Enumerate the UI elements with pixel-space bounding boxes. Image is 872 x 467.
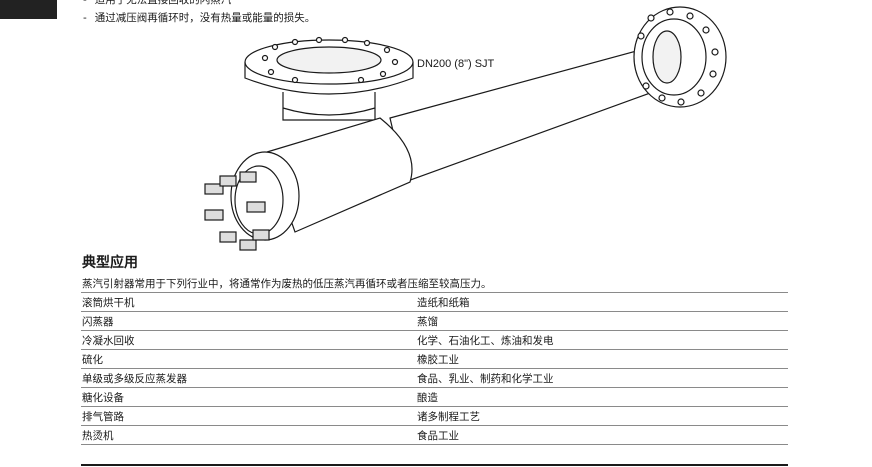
table-row: 滚筒烘干机造纸和纸箱 <box>81 292 788 312</box>
cell-left: 硫化 <box>81 349 416 369</box>
cell-right: 橡胶工业 <box>416 349 788 369</box>
bullet-list: - 适用于无法直接回收的闪蒸汽 - 通过减压阀再循环时，没有热量或能量的损失。 <box>83 0 315 27</box>
outlet-flange <box>633 6 727 108</box>
table-row: 糖化设备酿造 <box>81 387 788 407</box>
suction-branch <box>282 92 376 121</box>
bullet-text: 通过减压阀再循环时，没有热量或能量的损失。 <box>94 12 316 24</box>
ejector-body <box>266 117 413 233</box>
bullet-text: 适用于无法直接回收的闪蒸汽 <box>94 0 232 6</box>
top-flange <box>244 36 414 95</box>
diagram-callout: DN200 (8") SJT <box>417 58 495 70</box>
corner-tab <box>0 0 57 19</box>
section-title: 典型应用 <box>82 255 138 271</box>
section-intro: 蒸汽引射器常用于下列行业中，将通常作为废热的低压蒸汽再循环或者压缩至较高压力。 <box>82 278 492 290</box>
cell-right: 食品、乳业、制药和化学工业 <box>416 368 788 388</box>
table-row: 硫化橡胶工业 <box>81 349 788 369</box>
cell-left: 排气管路 <box>81 406 416 426</box>
cell-right: 化学、石油化工、炼油和发电 <box>416 330 788 350</box>
cell-left: 单级或多级反应蒸发器 <box>81 368 416 388</box>
table-row: 热烫机食品工业 <box>81 425 788 445</box>
cell-left: 冷凝水回收 <box>81 330 416 350</box>
cell-left: 滚筒烘干机 <box>81 292 416 312</box>
bullet-dash: - <box>83 12 87 24</box>
applications-table: 滚筒烘干机造纸和纸箱 闪蒸器蒸馏 冷凝水回收化学、石油化工、炼油和发电 硫化橡胶… <box>81 292 788 445</box>
table-row: 排气管路诸多制程工艺 <box>81 406 788 426</box>
cell-left: 热烫机 <box>81 425 416 445</box>
cell-right: 造纸和纸箱 <box>416 292 788 312</box>
cell-right: 酿造 <box>416 387 788 407</box>
steam-ejector-diagram <box>204 6 727 251</box>
cell-left: 糖化设备 <box>81 387 416 407</box>
bullet-item: - 适用于无法直接回收的闪蒸汽 <box>83 0 315 9</box>
table-row: 冷凝水回收化学、石油化工、炼油和发电 <box>81 330 788 350</box>
bottom-rule <box>81 464 788 466</box>
cell-right: 食品工业 <box>416 425 788 445</box>
cell-right: 蒸馏 <box>416 311 788 331</box>
bullet-dash: - <box>83 0 87 6</box>
cell-right: 诸多制程工艺 <box>416 406 788 426</box>
cell-left: 闪蒸器 <box>81 311 416 331</box>
table-row: 单级或多级反应蒸发器食品、乳业、制药和化学工业 <box>81 368 788 388</box>
table-row: 闪蒸器蒸馏 <box>81 311 788 331</box>
motive-flange <box>204 151 300 251</box>
bullet-item: - 通过减压阀再循环时，没有热量或能量的损失。 <box>83 9 315 27</box>
